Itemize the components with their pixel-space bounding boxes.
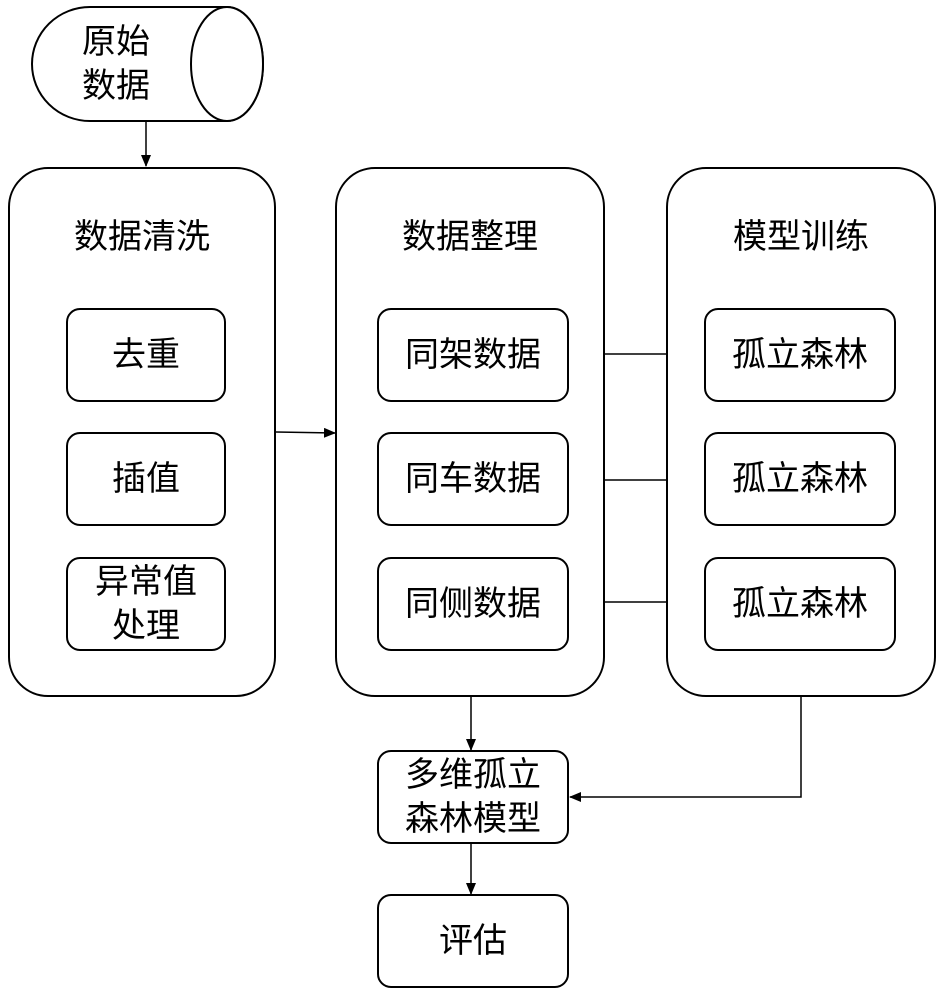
dedup-box: 去重 bbox=[66, 308, 226, 402]
arrow-cleaning-to-organizing bbox=[276, 432, 335, 433]
isolation-forest-box-3: 孤立森林 bbox=[704, 557, 896, 651]
isolation-forest-box-2: 孤立森林 bbox=[704, 432, 896, 526]
multi-dim-isolation-forest-model-box: 多维孤立 森林模型 bbox=[377, 750, 569, 844]
evaluation-box: 评估 bbox=[377, 894, 569, 988]
organizing-title: 数据整理 bbox=[337, 215, 603, 259]
same-side-data-box: 同侧数据 bbox=[377, 557, 569, 651]
data-source-label: 原始 数据 bbox=[46, 20, 186, 108]
interpolation-box: 插值 bbox=[66, 432, 226, 526]
same-car-data-box: 同车数据 bbox=[377, 432, 569, 526]
arrow-training-to-model bbox=[570, 697, 801, 797]
cleaning-title: 数据清洗 bbox=[10, 215, 274, 259]
outlier-handling-box: 异常值 处理 bbox=[66, 557, 226, 651]
same-rack-data-box: 同架数据 bbox=[377, 308, 569, 402]
training-title: 模型训练 bbox=[668, 215, 934, 259]
isolation-forest-box-1: 孤立森林 bbox=[704, 308, 896, 402]
